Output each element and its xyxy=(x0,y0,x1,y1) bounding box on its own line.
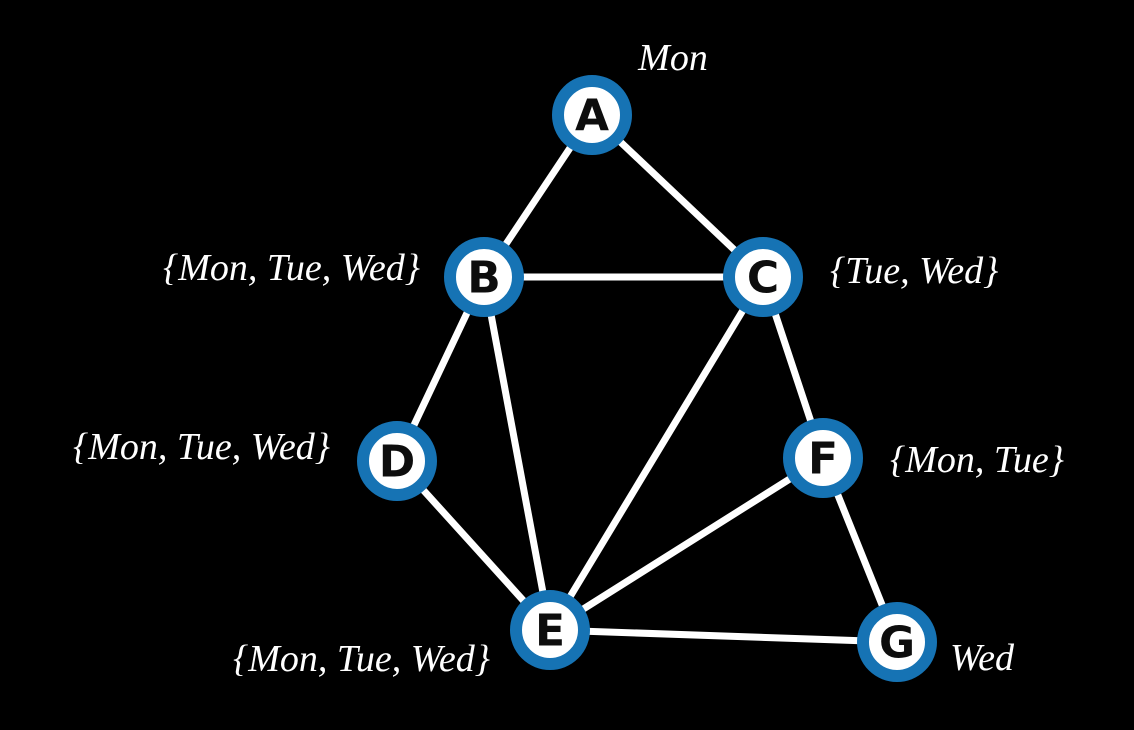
graph-node-B: B xyxy=(444,237,524,317)
domain-label-B: {Mon, Tue, Wed} xyxy=(163,247,420,289)
graph-node-E: E xyxy=(510,590,590,670)
edge-E-G xyxy=(546,626,901,646)
node-letter-G: G xyxy=(879,618,915,669)
node-circle-C xyxy=(723,237,803,317)
domain-label-C: {Tue, Wed} xyxy=(830,250,998,292)
domain-label-D: {Mon, Tue, Wed} xyxy=(73,426,330,468)
edge-E-F xyxy=(546,454,827,634)
node-letter-F: F xyxy=(808,434,838,485)
edge-C-E xyxy=(546,273,767,634)
domain-label-G: Wed xyxy=(950,637,1015,679)
node-circle-B xyxy=(444,237,524,317)
domain-label-A: Mon xyxy=(637,37,708,79)
node-circle-A xyxy=(552,75,632,155)
domain-label-E: {Mon, Tue, Wed} xyxy=(233,638,490,680)
domain-label-F: {Mon, Tue} xyxy=(890,439,1064,481)
node-circle-E xyxy=(510,590,590,670)
graph-node-F: F xyxy=(783,418,863,498)
node-letter-C: C xyxy=(747,253,779,304)
graph-node-C: C xyxy=(723,237,803,317)
node-circle-F xyxy=(783,418,863,498)
node-letter-A: A xyxy=(575,91,609,142)
node-circle-D xyxy=(357,421,437,501)
node-circle-G xyxy=(857,602,937,682)
edge-B-E xyxy=(480,273,554,634)
node-letter-E: E xyxy=(535,606,565,657)
node-letter-B: B xyxy=(467,253,501,304)
node-letter-D: D xyxy=(379,437,416,488)
graph-node-G: G xyxy=(857,602,937,682)
graph-node-A: A xyxy=(552,75,632,155)
graph-node-D: D xyxy=(357,421,437,501)
